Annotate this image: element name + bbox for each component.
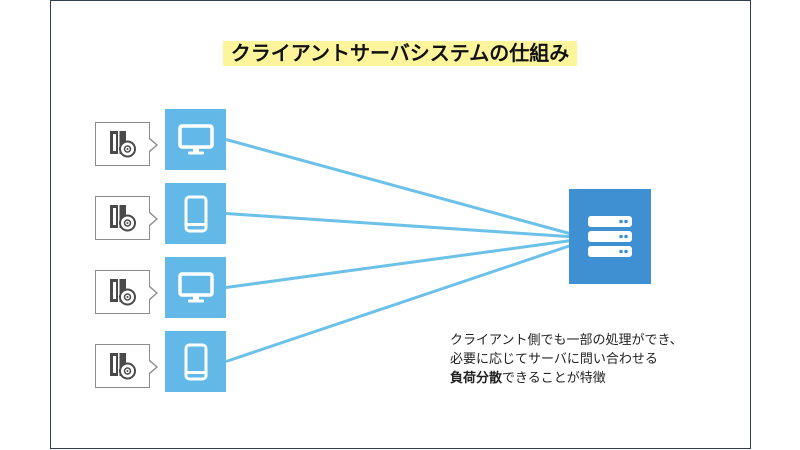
client-device-box <box>165 257 226 318</box>
description-emphasis: 負荷分散 <box>450 371 503 386</box>
monitor-icon <box>177 123 214 156</box>
description-line-3: 負荷分散できることが特徴 <box>450 369 683 388</box>
monitor-icon <box>177 271 214 304</box>
client-device-box <box>165 183 226 244</box>
software-package-icon <box>109 277 137 307</box>
connection-line <box>225 138 576 237</box>
software-package-icon <box>109 203 137 233</box>
client-app-bubble <box>95 344 158 388</box>
title-container: クライアントサーバシステムの仕組み <box>0 41 800 66</box>
client-device-box <box>165 109 226 170</box>
client-device-box <box>165 331 226 392</box>
server-box <box>569 189 651 284</box>
description-line-2: 必要に応じてサーバに問い合わせる <box>450 352 658 367</box>
connection-line <box>225 212 576 239</box>
connection-line <box>225 242 576 363</box>
diagram-frame <box>50 0 751 449</box>
server-icon <box>586 215 634 258</box>
connection-line <box>225 238 576 289</box>
description: クライアント側でも一部の処理ができ、 必要に応じてサーバに問い合わせる 負荷分散… <box>450 331 683 388</box>
client-app-bubble <box>95 196 158 240</box>
client-app-bubble <box>95 270 158 314</box>
smartphone-icon <box>184 343 208 381</box>
client-app-bubble <box>95 122 158 166</box>
software-package-icon <box>109 129 137 159</box>
diagram-title: クライアントサーバシステムの仕組み <box>222 41 578 66</box>
smartphone-icon <box>184 195 208 233</box>
software-package-icon <box>109 351 137 381</box>
description-line-1: クライアント側でも一部の処理ができ、 <box>450 333 683 348</box>
description-line-3-rest: できることが特徴 <box>502 371 606 386</box>
